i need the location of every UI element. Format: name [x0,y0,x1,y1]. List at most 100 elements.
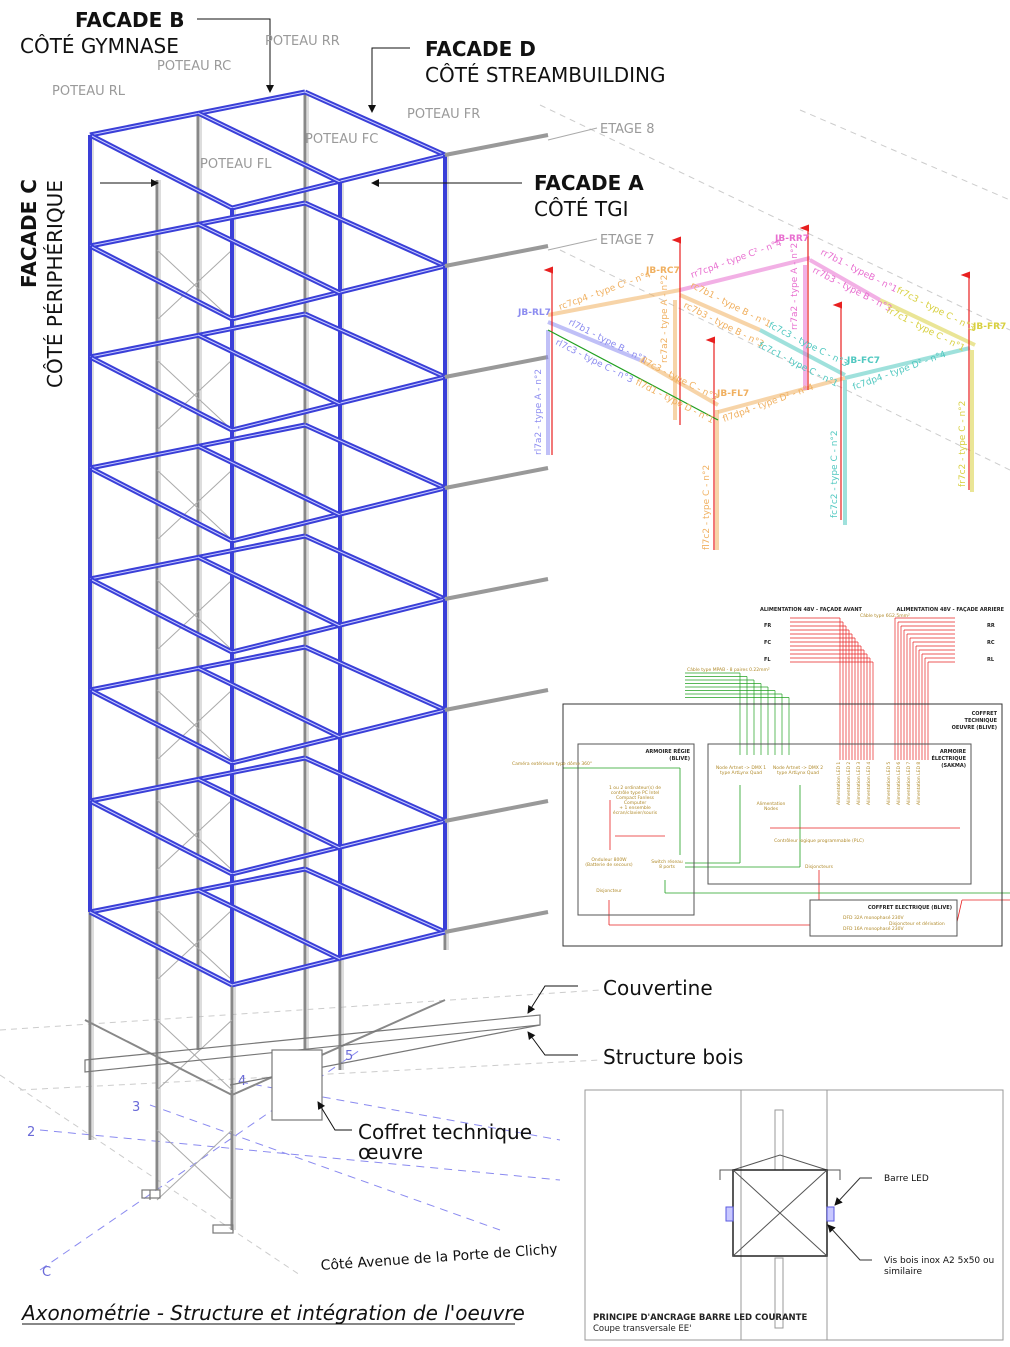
segment-label: fr7c2 - type C - n°2 [958,401,968,487]
armoire-electrique-box [707,743,972,885]
cable-data-label: Câble type MPAB - 8 paires 0.22mm² [687,666,770,673]
callout-coffret-line2: œuvre [358,1140,423,1164]
frame-beam-dots [197,778,341,849]
frame-beam-dots [89,578,233,653]
frame-beam-dots [89,134,233,209]
post-label-rr: POTEAU RR [265,34,340,49]
segment-label: fl7c3 - type C - n°3 [639,356,719,404]
etage-beam [444,466,549,490]
led-bar-right [826,1206,835,1222]
post-label-rl: POTEAU RL [52,84,126,99]
grid-mark-4: 4 [238,1074,246,1089]
alim-led-label: Alimentation LED 3 [856,762,862,805]
disjoncteur-label: Disjoncteur [596,888,622,894]
power-feeds [543,224,971,550]
switch-label: Switch réseau [651,858,683,865]
plc-label: Contrôleur logique programmable (PLC) [774,837,864,844]
switch-label: 8 ports [659,864,676,870]
alim-nodes-label: Alimentation [757,801,786,807]
frame-beam-dots [89,356,233,431]
armoire-regie-box [577,743,695,916]
facade-b-subtitle: CÔTÉ GYMNASE [20,34,179,58]
frame-beam-dots [89,535,306,580]
facade-code: FC [764,640,771,646]
armoire-regie-label: ARMOIRE RÉGIE [646,747,691,755]
frame-beam-dots [197,334,341,405]
onduleur-label: (Batterie de secours) [585,862,633,868]
brace [156,909,233,981]
brace [156,1129,233,1201]
alim-front-label: ALIMENTATION 48V - FAÇADE AVANT [760,607,862,613]
callout-avenue: Côté Avenue de la Porte de Clichy [320,1241,558,1274]
anchoring-detail: Barre LED Vis bois inox A2 5x50 ou simil… [584,1089,1004,1341]
alim-led-label: Alimentation LED 2 [846,762,852,805]
brace [156,249,233,321]
computer-line: 1 ou 2 ordinateur(s) de [609,785,661,791]
callout-couvertine: Couvertine [603,976,713,1000]
frame-beam-dots [89,424,306,469]
alim-rear-label: ALIMENTATION 48V - FAÇADE ARRIERE [897,607,1005,613]
disj-deriv-label: Disjoncteur et dérivation [889,920,945,927]
frame-beam-dots [197,223,341,294]
coffret-oeuvre-label: COFFRET [972,711,998,717]
frame-beam-dots [304,313,446,378]
callout-coffret-line1: Coffret technique [358,1120,532,1144]
facade-code: FL [764,657,771,663]
facade-d-title: FACADE D [425,37,536,61]
jb-rc7: JB-RC7 [645,266,680,276]
facade-code: RR [987,623,995,629]
facade-a-title: FACADE A [534,171,644,195]
led-bar-left [725,1206,734,1222]
facade-c-title: FACADE C [17,179,41,288]
armoire-regie-label: (BLIVE) [669,756,690,762]
frame-beam-dots [197,667,341,738]
grid-mark-5: 5 [345,1049,353,1064]
grid-mark-2: 2 [27,1125,35,1140]
alim-nodes-label: Nodes [764,806,779,812]
frame-beam-dots [304,424,446,489]
floor-label-etage-8: ETAGE 8 [600,122,655,137]
coffret-electrique-box [809,899,958,937]
post-label-fc: POTEAU FC [305,132,378,147]
frame-beam-dots [197,556,341,627]
frame-beam-dots [89,646,306,691]
facade-code: RL [987,657,995,663]
segment-label: rc7a2 - type A - n°2 [660,275,670,363]
brace [156,579,233,651]
segment-label: rc7cp4 - type C² - n°4 [558,270,653,313]
computer-line: Compact Fanless [616,795,655,801]
cable-power-label: Câble type 6G2.5mm² [860,612,910,619]
frame-beam-dots [197,112,341,183]
frame-beam-dots [304,757,446,822]
frame-beam-dots [89,689,233,764]
post-label-fl: POTEAU FL [200,157,272,172]
power-wire [956,899,963,923]
computer-line: + 1 ensemble [619,805,651,811]
coffret-oeuvre-box [562,703,1003,947]
frame-beam-dots [89,202,306,247]
barre-led-label: Barre LED [884,1174,929,1184]
camera-label: Caméra extérieure type dôme 360° [512,760,592,767]
brace [156,359,233,431]
vis-label: Vis bois inox A2 5x50 ou [884,1256,994,1266]
frame-beam-dots [89,467,233,542]
electrical-schematic: ALIMENTATION 48V - FAÇADE AVANT ALIMENTA… [512,607,1010,947]
facade-b-title: FACADE B [75,8,184,32]
jb-fl7: JB-FL7 [716,389,749,399]
etage-beam [444,355,549,379]
facade-c-subtitle: CÔTÉ PÉRIPHÉRIQUE [43,180,67,388]
segment-label: fc7c2 - type C - n°2 [830,430,840,518]
segment-label: rl7a2 - type A - n°2 [534,369,544,455]
node2-label: type ArtLynx Quad [777,770,819,776]
alim-led-label: Alimentation LED 1 [836,762,842,805]
frame-beam-dots [304,868,446,933]
frame-beam-dots [197,889,341,960]
led-power-supplies: Alimentation LED 1 Alimentation LED 2 Alim… [836,762,922,805]
jb-rr7: JB-RR7 [774,234,809,244]
coffret-oeuvre-label: OEUVRE (BLIVE) [952,725,997,731]
etage-beam [444,910,549,934]
etage-beam [444,799,549,823]
etage-beam [444,133,549,157]
